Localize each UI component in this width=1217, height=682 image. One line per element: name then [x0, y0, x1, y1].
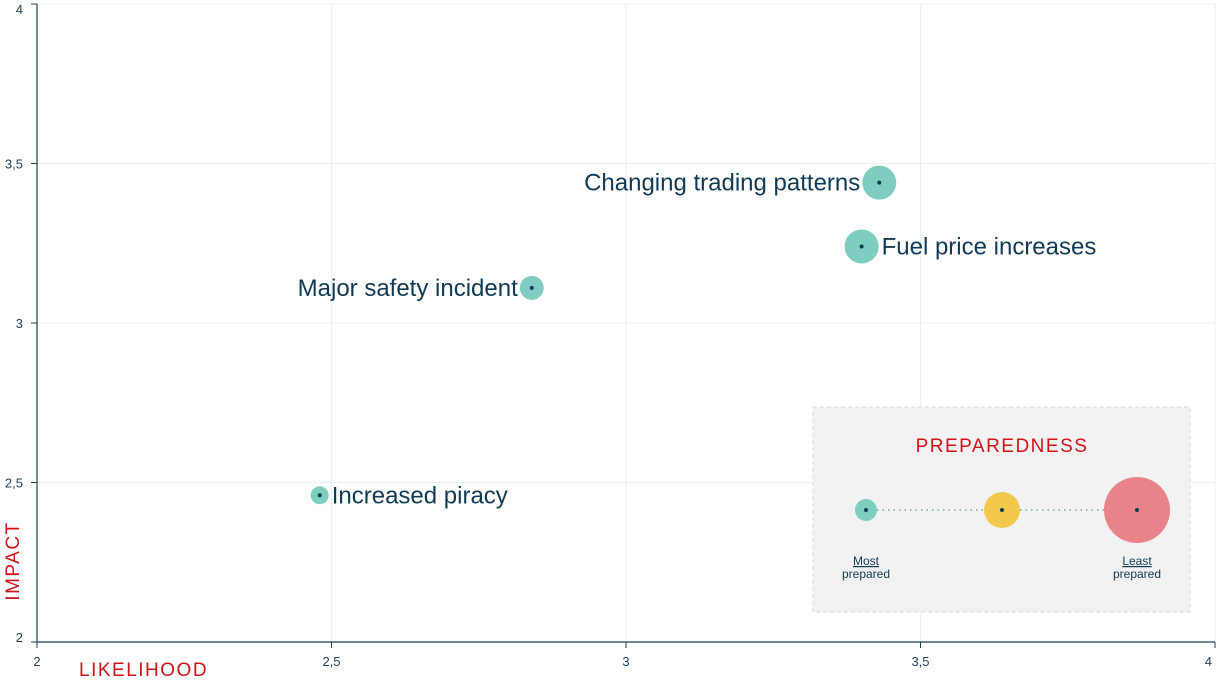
legend-caption-top: Least: [1122, 554, 1152, 568]
x-tick-label: 2: [33, 654, 40, 669]
legend-caption-top: Most: [853, 554, 880, 568]
legend-bubble-center: [1135, 508, 1139, 512]
data-point-label: Fuel price increases: [882, 233, 1097, 260]
data-point-label: Increased piracy: [332, 482, 508, 509]
x-axis-title: LIKELIHOOD: [79, 660, 208, 681]
data-point-label: Changing trading patterns: [584, 170, 860, 197]
data-point-center: [317, 493, 322, 498]
grid-lines: [37, 3, 1216, 642]
data-point-center: [529, 285, 534, 290]
y-axis-title: IMPACT: [3, 521, 24, 600]
y-tick-label: 2,5: [5, 476, 23, 491]
x-tick-label: 3,5: [911, 654, 929, 669]
x-tick-label: 2,5: [322, 654, 340, 669]
data-point-center: [859, 244, 864, 249]
x-tick-label: 3: [622, 654, 629, 669]
tick-labels: 2 2,5 3 3,5 4 2 2,5 3 3,5 4: [5, 2, 1212, 669]
legend-bubble-center: [1000, 508, 1004, 512]
legend-title: PREPAREDNESS: [916, 436, 1089, 457]
y-tick-label: 3: [16, 316, 23, 331]
legend-caption-bottom: prepared: [842, 567, 890, 581]
data-point-label: Major safety incident: [298, 275, 518, 302]
y-tick-label: 4: [16, 2, 23, 17]
legend-bubble-center: [864, 508, 868, 512]
axes: [31, 3, 1216, 648]
y-tick-label: 2: [16, 630, 23, 645]
data-point-center: [877, 180, 882, 185]
x-tick-label: 4: [1205, 654, 1212, 669]
legend-caption-bottom: prepared: [1113, 567, 1161, 581]
y-tick-label: 3,5: [5, 157, 23, 172]
